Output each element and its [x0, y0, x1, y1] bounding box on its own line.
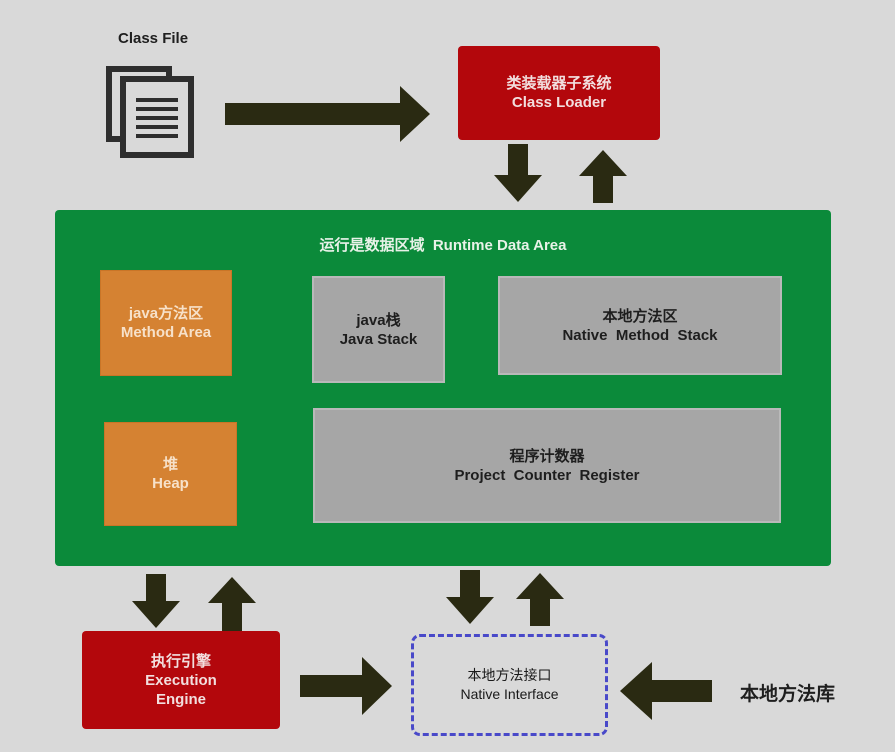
native-library-label: 本地方法库 — [740, 684, 836, 705]
java-stack-box: java栈 Java Stack — [312, 276, 445, 383]
arrow-engine-down — [132, 574, 180, 628]
method-area-title-cn: java方法区 — [128, 305, 204, 322]
java-stack-title-cn: java栈 — [356, 311, 401, 329]
pc-register-title-en: Project Counter Register — [454, 466, 640, 484]
method-area-box: java方法区 Method Area — [100, 270, 232, 376]
pc-register-box: 程序计数器 Project Counter Register — [313, 408, 781, 523]
arrow-engine-up — [208, 577, 256, 632]
execution-engine-title-en-1: Execution — [145, 671, 217, 689]
arrow-interface-down — [446, 570, 494, 624]
arrow-interface-up — [516, 573, 564, 626]
arrow-class-file-to-loader — [225, 86, 430, 142]
native-interface-title-cn: 本地方法接口 — [467, 667, 552, 683]
class-loader-title-cn: 类装载器子系统 — [506, 75, 612, 92]
native-method-stack-title-cn: 本地方法区 — [602, 307, 678, 325]
heap-box: 堆 Heap — [104, 422, 237, 526]
class-loader-title-en: Class Loader — [511, 94, 607, 111]
native-method-stack-title-en: Native Method Stack — [562, 326, 718, 344]
native-interface-title-en: Native Interface — [460, 686, 559, 702]
arrow-engine-to-interface — [300, 657, 392, 715]
arrow-loader-down — [494, 144, 542, 202]
heap-title-cn: 堆 — [162, 456, 178, 473]
class-loader-box: 类装载器子系统 Class Loader — [458, 46, 660, 140]
class-file-label: Class File — [118, 30, 189, 47]
runtime-data-area-title: 运行是数据区域 Runtime Data Area — [319, 237, 567, 254]
pc-register-title-cn: 程序计数器 — [509, 447, 585, 465]
execution-engine-title-cn: 执行引擎 — [150, 652, 211, 670]
execution-engine-box: 执行引擎 Execution Engine — [82, 631, 280, 729]
native-method-stack-box: 本地方法区 Native Method Stack — [498, 276, 782, 375]
heap-title-en: Heap — [152, 475, 189, 492]
java-stack-title-en: Java Stack — [339, 330, 418, 348]
arrow-library-to-interface — [620, 662, 712, 720]
execution-engine-title-en-2: Engine — [155, 690, 206, 708]
native-interface-box: 本地方法接口 Native Interface — [411, 634, 608, 736]
class-file-icon — [106, 66, 194, 158]
arrow-loader-up — [579, 150, 627, 203]
method-area-title-en: Method Area — [120, 324, 212, 341]
